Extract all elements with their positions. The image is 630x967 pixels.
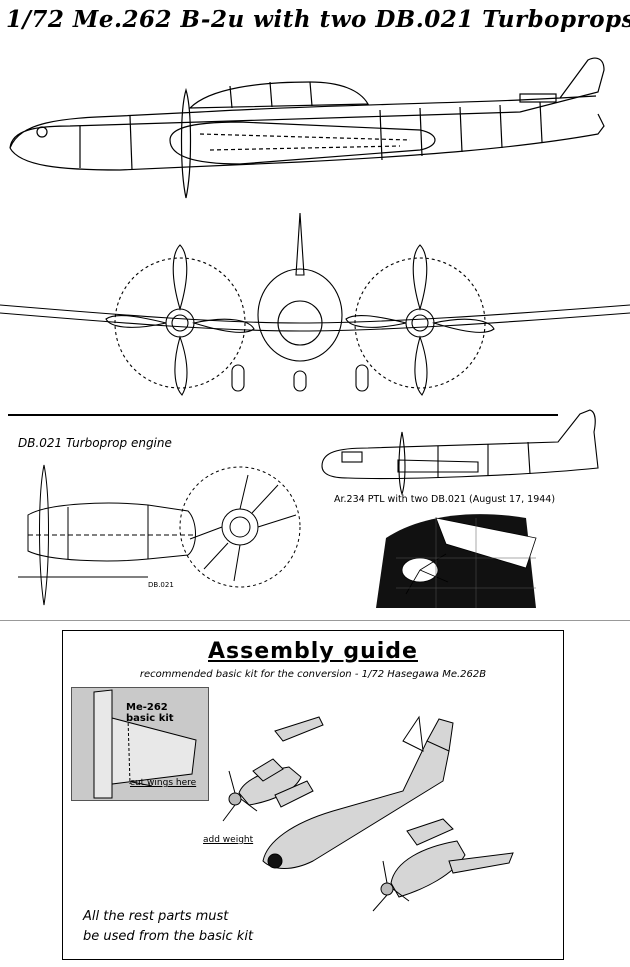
front-left-prop-disc (114, 257, 246, 389)
side-engine-nacelle (169, 121, 436, 165)
section-divider (8, 414, 558, 416)
basic-kit-wing-drawing (93, 689, 197, 799)
ar234-side-drawing (321, 409, 599, 496)
cut-wings-label: cut wings here (130, 778, 197, 788)
right-engine-nacelle (390, 840, 466, 898)
add-weight-label: add weight (203, 835, 254, 845)
assembly-guide-panel: Assembly guide recommended basic kit for… (62, 630, 564, 960)
side-canopy (188, 81, 370, 109)
ar234-fuselage (321, 409, 599, 480)
basic-kit-label: Me-262 basic kit (126, 702, 174, 724)
ar234-photo (376, 514, 537, 608)
engine-section-label: DB.021 Turboprop engine (18, 436, 172, 450)
engine-drawing: DB.021 (18, 464, 301, 606)
left-engine-nacelle (238, 766, 302, 806)
assembly-subtitle: recommended basic kit for the conversion… (139, 669, 487, 680)
svg-text:DB.021: DB.021 (148, 581, 174, 589)
side-view-drawing (9, 57, 605, 199)
side-fuselage (9, 57, 605, 149)
front-right-prop-disc (354, 257, 486, 389)
assembly-title: Assembly guide (208, 639, 418, 664)
front-wing (0, 304, 630, 324)
front-fin (295, 212, 305, 276)
assembly-note-line2: be used from the basic kit (83, 929, 254, 944)
side-propeller (180, 87, 192, 199)
weight-ball (267, 853, 283, 869)
front-view-drawing (0, 212, 630, 396)
ar234-caption: Ar.234 PTL with two DB.021 (August 17, 1… (334, 494, 556, 505)
page-title: 1/72 Me.262 B-2u with two DB.021 Turbopr… (6, 6, 630, 33)
ar234-propeller (398, 431, 406, 496)
engine-propeller-blade (39, 464, 49, 606)
engine-front-disc (179, 466, 301, 588)
basic-kit-inset: Me-262 basic kit cut wings here (71, 687, 209, 801)
section-divider-2 (0, 620, 630, 621)
front-fuselage (257, 268, 343, 362)
assembly-exploded-view (222, 715, 514, 912)
upper-engine-part (274, 716, 324, 742)
assembly-note-line1: All the rest parts must (83, 909, 229, 924)
